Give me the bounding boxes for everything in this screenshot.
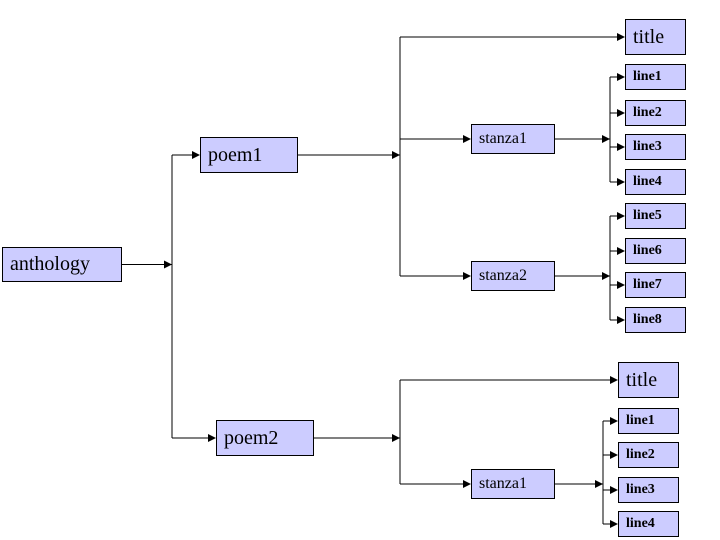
tree-node-p1-line7: line7 [625, 272, 686, 298]
arrowhead-icon [617, 73, 625, 81]
arrowhead-icon [617, 212, 625, 220]
arrowhead-icon [463, 135, 471, 143]
arrowhead-icon [463, 272, 471, 280]
tree-node-p2-title: title [618, 362, 679, 398]
tree-node-p2-line3: line3 [618, 477, 679, 503]
arrowhead-icon [617, 109, 625, 117]
tree-node-p1-line5: line5 [625, 203, 686, 229]
arrowhead-icon [610, 376, 618, 384]
tree-node-p1-line1: line1 [625, 64, 686, 90]
arrowhead-icon [610, 451, 618, 459]
arrowhead-icon [192, 151, 200, 159]
tree-node-p2-line2: line2 [618, 442, 679, 468]
arrowhead-icon [164, 260, 172, 269]
tree-node-anthology: anthology [2, 247, 122, 282]
arrowhead-icon [602, 272, 610, 280]
arrowhead-icon [392, 151, 400, 159]
tree-node-p1-line2: line2 [625, 100, 686, 126]
tree-node-p2-line1: line1 [618, 408, 679, 434]
tree-node-p1-stanza2: stanza2 [471, 261, 555, 291]
tree-node-p1-stanza1: stanza1 [471, 124, 555, 154]
arrowhead-icon [617, 247, 625, 255]
tree-node-p1-line8: line8 [625, 307, 686, 333]
arrowhead-icon [617, 316, 625, 324]
arrowhead-icon [617, 143, 625, 151]
tree-node-p2-line4: line4 [618, 511, 679, 537]
arrowhead-icon [617, 281, 625, 289]
arrowhead-icon [617, 33, 625, 41]
arrowhead-icon [392, 434, 400, 442]
arrowhead-icon [610, 417, 618, 425]
tree-node-p1-line4: line4 [625, 169, 686, 195]
arrowhead-icon [610, 486, 618, 494]
arrowhead-icon [463, 480, 471, 488]
arrowhead-icon [610, 520, 618, 528]
tree-node-p1-line6: line6 [625, 238, 686, 264]
tree-node-p1-title: title [625, 19, 686, 55]
arrowhead-icon [208, 434, 216, 442]
tree-node-p2-stanza1: stanza1 [471, 469, 555, 499]
tree-node-poem1: poem1 [200, 137, 298, 173]
arrowhead-icon [602, 135, 610, 143]
tree-node-poem2: poem2 [216, 420, 314, 456]
arrowhead-icon [595, 480, 603, 488]
arrowhead-icon [617, 178, 625, 186]
tree-node-p1-line3: line3 [625, 134, 686, 160]
